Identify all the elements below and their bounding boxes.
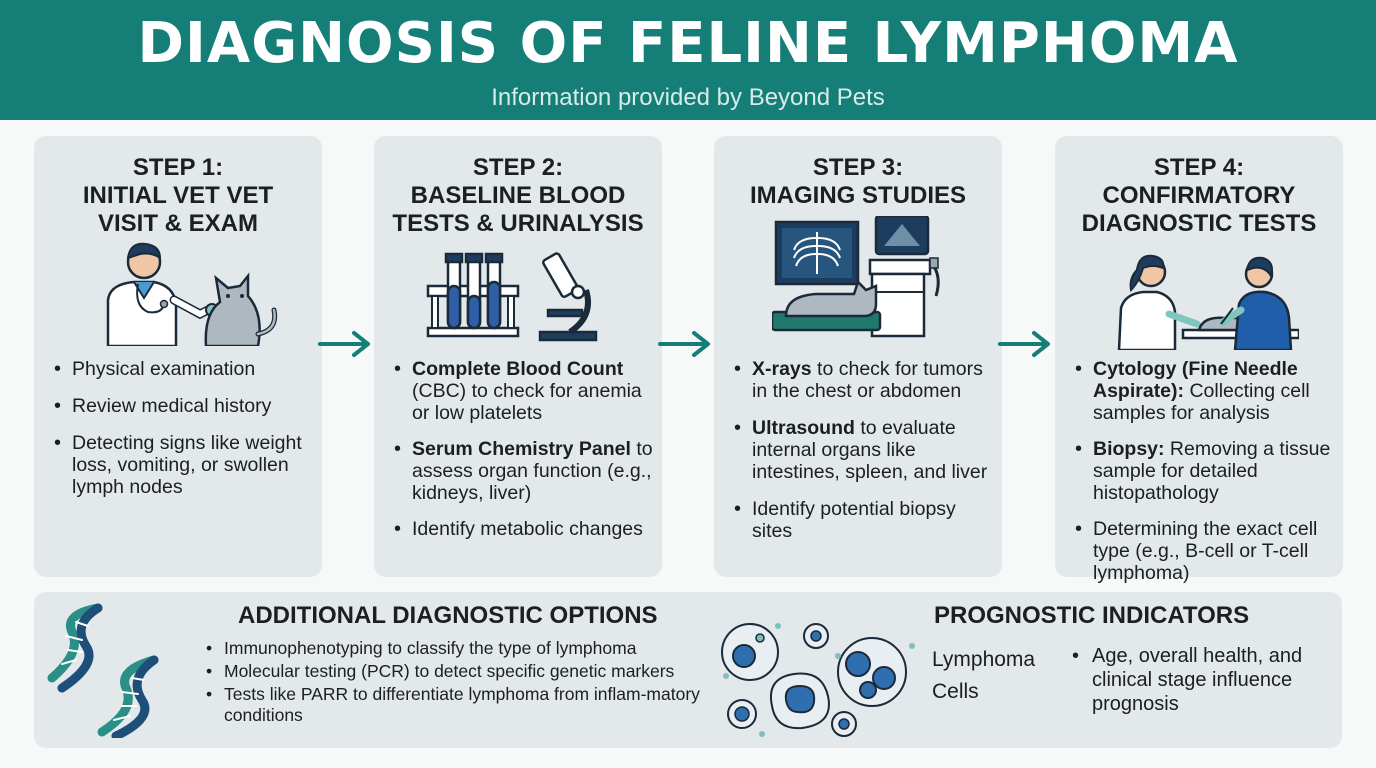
- step-2-card: STEP 2: BASELINE BLOOD TESTS & URINALYSI…: [374, 136, 662, 577]
- page-title: DIAGNOSIS OF FELINE LYMPHOMA: [137, 11, 1239, 76]
- step-3-title: STEP 3: IMAGING STUDIES: [749, 154, 966, 209]
- list-item: X-rays to check for tumors in the chest …: [734, 358, 996, 402]
- step-2-title: STEP 2: BASELINE BLOOD TESTS & URINALYSI…: [392, 154, 644, 237]
- step-4-list: Cytology (Fine Needle Aspirate): Collect…: [1075, 358, 1337, 598]
- additional-options-title: ADDITIONAL DIAGNOSTIC OPTIONS: [238, 602, 658, 629]
- list-item: Review medical history: [54, 395, 316, 417]
- lymphoma-cells-icon: [721, 623, 915, 737]
- list-item: Age, overall health, and clinical stage …: [1070, 644, 1335, 716]
- list-item: Ultrasound to evaluate internal organs l…: [734, 417, 996, 483]
- list-item: Complete Blood Count (CBC) to check for …: [394, 358, 656, 424]
- xray-ultrasound-cat-icon: [772, 216, 940, 338]
- arrow-right-icon: [998, 331, 1050, 357]
- vets-performing-biopsy-icon: [1117, 254, 1299, 350]
- page-subtitle: Information provided by Beyond Pets: [491, 84, 885, 111]
- prognostic-list: Age, overall health, and clinical stage …: [1070, 644, 1335, 716]
- step-1-list: Physical examination Review medical hist…: [54, 358, 316, 513]
- step-2-list: Complete Blood Count (CBC) to check for …: [394, 358, 656, 554]
- header-banner: DIAGNOSIS OF FELINE LYMPHOMA Information…: [0, 0, 1376, 120]
- prognostic-title: PROGNOSTIC INDICATORS: [934, 602, 1250, 629]
- step-3-card: STEP 3: IMAGING STUDIES X-rays to check …: [714, 136, 1002, 577]
- step-4-card: STEP 4: CONFIRMATORY DIAGNOSTIC TESTS Cy…: [1055, 136, 1343, 584]
- additional-options-list: Immunophenotyping to classify the type o…: [204, 638, 724, 728]
- list-item: Detecting signs like weight loss, vomiti…: [54, 432, 316, 498]
- list-item: Serum Chemistry Panel to assess organ fu…: [394, 438, 656, 504]
- step-1-title: STEP 1: INITIAL VET VET VISIT & EXAM: [82, 154, 274, 237]
- arrow-right-icon: [658, 331, 710, 357]
- list-item: Identify metabolic changes: [394, 518, 656, 540]
- lymphoma-cells-label: Lymphoma Cells: [932, 648, 1036, 703]
- test-tubes-microscope-icon: [426, 252, 598, 342]
- list-item: Immunophenotyping to classify the type o…: [204, 638, 724, 659]
- step-3-list: X-rays to check for tumors in the chest …: [734, 358, 996, 557]
- list-item: Physical examination: [54, 358, 316, 380]
- bottom-panel: ADDITIONAL DIAGNOSTIC OPTIONS Immunophen…: [34, 592, 1342, 748]
- dna-icon: [47, 603, 159, 738]
- list-item: Biopsy: Removing a tissue sample for det…: [1075, 438, 1337, 504]
- vet-examining-cat-icon: [106, 242, 278, 346]
- step-4-title: STEP 4: CONFIRMATORY DIAGNOSTIC TESTS: [1081, 154, 1317, 237]
- list-item: Tests like PARR to differentiate lymphom…: [204, 684, 724, 726]
- arrow-right-icon: [318, 331, 370, 357]
- step-1-card: STEP 1: INITIAL VET VET VISIT & EXAM Phy…: [34, 136, 322, 577]
- list-item: Determining the exact cell type (e.g., B…: [1075, 518, 1337, 584]
- list-item: Identify potential biopsy sites: [734, 498, 996, 542]
- list-item: Molecular testing (PCR) to detect specif…: [204, 661, 724, 682]
- list-item: Cytology (Fine Needle Aspirate): Collect…: [1075, 358, 1337, 424]
